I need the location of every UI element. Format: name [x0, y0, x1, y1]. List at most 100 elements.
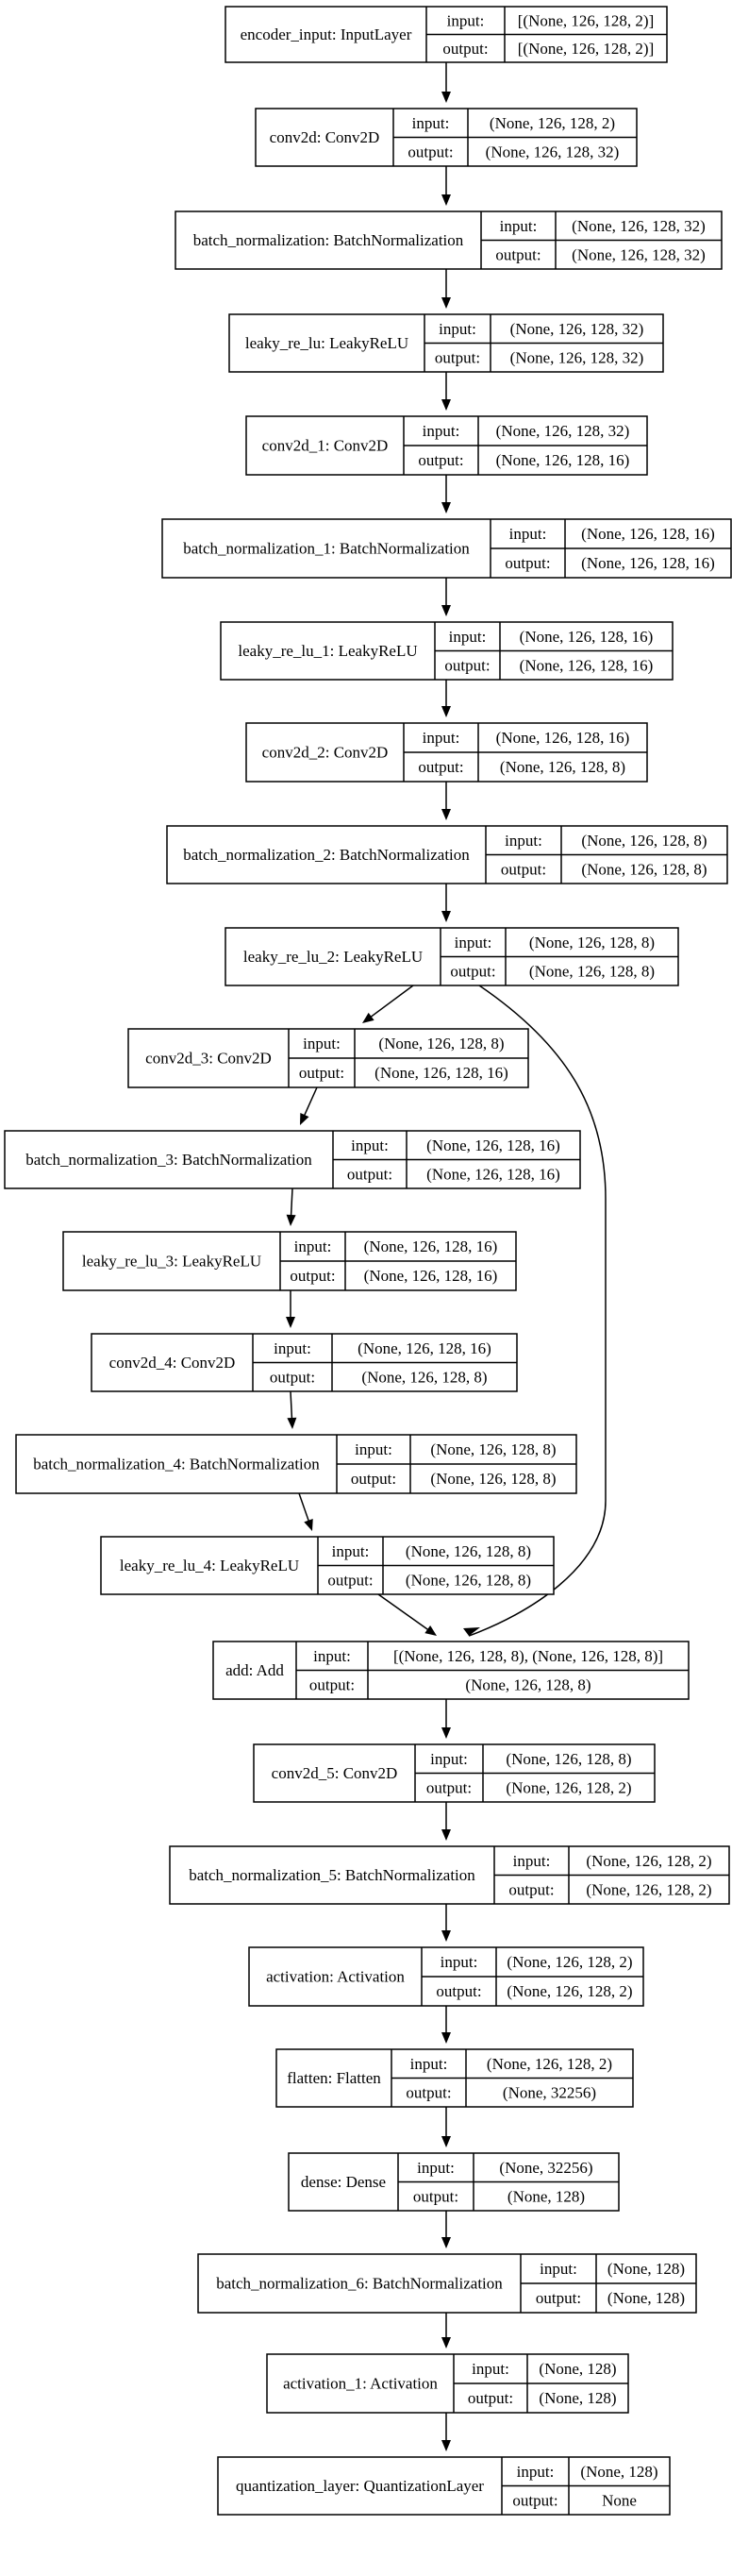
- arrowhead: [300, 1113, 309, 1125]
- output-label: output:: [309, 1675, 355, 1693]
- layer-name: add: Add: [225, 1661, 284, 1679]
- input-shape: (None, 126, 128, 16): [426, 1136, 560, 1154]
- output-shape: (None, 126, 128, 2): [586, 1880, 711, 1898]
- layer-node-batch_normalization_1: batch_normalization_1: BatchNormalizatio…: [161, 518, 732, 579]
- input-label: input:: [410, 2055, 448, 2073]
- layer-name: leaky_re_lu_3: LeakyReLU: [82, 1253, 261, 1271]
- output-shape: (None, 126, 128, 16): [364, 1267, 498, 1285]
- layer-name: conv2d: Conv2D: [270, 128, 380, 146]
- layer-name: batch_normalization: BatchNormalization: [193, 231, 464, 249]
- layer-node-activation: activation: Activationinput:output:(None…: [248, 1946, 644, 2007]
- edge-add-to-conv2d_5: [441, 1699, 451, 1739]
- edge-conv2d-to-batch_normalization: [441, 166, 451, 206]
- arrowhead: [424, 1625, 437, 1636]
- output-shape: (None, 128): [507, 2187, 585, 2205]
- input-label: input:: [447, 11, 485, 29]
- layer-node-batch_normalization: batch_normalization: BatchNormalization i…: [175, 210, 723, 270]
- layer-node-add: add: Add input: output: [(None, 126, 128, 8…: [212, 1641, 690, 1700]
- output-label: output:: [505, 554, 550, 572]
- layer-name: quantization_layer: QuantizationLayer: [236, 2477, 484, 2495]
- arrowhead: [441, 297, 451, 309]
- layer-node-batch_normalization_2: batch_normalization_2: BatchNormalizatio…: [166, 825, 728, 884]
- layer-name: batch_normalization_2: BatchNormalizatio…: [183, 846, 470, 864]
- input-label: input:: [472, 2360, 509, 2378]
- layer-node-batch_normalization_4: batch_normalization_4: BatchNormalizatio…: [15, 1434, 577, 1494]
- input-shape: (None, 126, 128, 16): [520, 628, 654, 646]
- input-shape: (None, 126, 128, 16): [358, 1339, 491, 1357]
- output-shape: (None, 126, 128, 16): [374, 1064, 508, 1082]
- input-label: input:: [355, 1440, 392, 1458]
- input-label: input:: [500, 217, 538, 235]
- input-shape: (None, 126, 128, 8): [430, 1440, 556, 1458]
- arrowhead: [286, 1317, 295, 1328]
- layer-name: batch_normalization_6: BatchNormalizatio…: [216, 2275, 503, 2293]
- input-shape: (None, 128): [580, 2463, 657, 2481]
- edge-leaky_re_lu_3-to-conv2d_4: [286, 1290, 295, 1328]
- output-shape: (None, 128): [607, 2289, 685, 2307]
- edge-line: [303, 1086, 318, 1118]
- output-shape: (None, 32256): [503, 2083, 596, 2101]
- output-shape: (None, 126, 128, 16): [496, 451, 630, 469]
- edge-activation-to-flatten: [441, 2006, 451, 2044]
- arrowhead: [286, 1214, 296, 1226]
- input-label: input:: [509, 525, 547, 543]
- output-shape: (None, 126, 128, 8): [500, 758, 625, 776]
- input-label: input:: [423, 729, 460, 747]
- edge-leaky_re_lu_2-to-add: [463, 985, 607, 1637]
- output-label: output:: [435, 348, 480, 366]
- input-shape: (None, 126, 128, 2): [487, 2055, 612, 2073]
- output-shape: (None, 128): [539, 2389, 616, 2407]
- arrowhead: [287, 1417, 297, 1429]
- layer-node-leaky_re_lu_1: leaky_re_lu_1: LeakyReLUinput:output:(No…: [220, 621, 674, 681]
- input-shape: (None, 126, 128, 2): [490, 114, 615, 132]
- output-label: output:: [290, 1267, 335, 1285]
- input-label: input:: [332, 1542, 370, 1560]
- output-label: output:: [468, 2389, 513, 2407]
- layer-name: conv2d_2: Conv2D: [262, 744, 389, 762]
- edge-line: [369, 985, 414, 1019]
- output-shape: (None, 126, 128, 8): [361, 1368, 487, 1386]
- edge-line: [290, 1390, 293, 1421]
- output-shape: (None, 126, 128, 8): [529, 962, 655, 980]
- edge-batch_normalization_4-to-leaky_re_lu_4: [298, 1492, 313, 1531]
- layer-name: conv2d_5: Conv2D: [272, 1764, 398, 1782]
- input-shape: [(None, 126, 128, 2)]: [518, 11, 654, 29]
- arrowhead: [441, 2032, 451, 2044]
- output-label: output:: [444, 656, 490, 674]
- output-shape: (None, 126, 128, 8): [406, 1571, 531, 1589]
- input-shape: (None, 126, 128, 8): [506, 1750, 631, 1768]
- layer-node-leaky_re_lu_3: leaky_re_lu_3: LeakyReLUinput:output:(No…: [62, 1231, 517, 1291]
- arrowhead: [441, 1829, 451, 1841]
- input-shape: (None, 32256): [499, 2159, 592, 2177]
- input-label: input:: [505, 832, 542, 850]
- output-label: output:: [442, 40, 488, 58]
- input-shape: [(None, 126, 128, 8), (None, 126, 128, 8…: [393, 1647, 663, 1665]
- edge-conv2d_2-to-batch_normalization_2: [441, 782, 451, 820]
- output-label: output:: [351, 1470, 396, 1488]
- layer-name: conv2d_3: Conv2D: [145, 1050, 272, 1068]
- output-shape: (None, 126, 128, 2): [507, 1982, 632, 2000]
- layer-node-leaky_re_lu: leaky_re_lu: LeakyReLUinput:output:(None…: [228, 313, 664, 373]
- layer-name: batch_normalization_1: BatchNormalizatio…: [183, 540, 470, 558]
- output-label: output:: [270, 1368, 315, 1386]
- input-label: input:: [449, 628, 487, 646]
- output-label: output:: [495, 245, 541, 263]
- output-label: output:: [536, 2289, 581, 2307]
- output-label: output:: [512, 2491, 557, 2509]
- input-label: input:: [441, 1953, 478, 1971]
- arrowhead: [441, 194, 451, 206]
- arrowhead: [362, 1012, 374, 1023]
- arrowhead: [441, 2237, 451, 2248]
- input-shape: (None, 126, 128, 32): [572, 217, 706, 235]
- arrowhead: [304, 1519, 313, 1531]
- layer-node-activation_1: activation_1: Activationinput:output:(No…: [266, 2353, 629, 2414]
- input-label: input:: [313, 1647, 351, 1665]
- input-shape: (None, 126, 128, 8): [581, 832, 707, 850]
- layer-name: leaky_re_lu: LeakyReLU: [245, 334, 408, 352]
- arrowhead: [441, 605, 451, 616]
